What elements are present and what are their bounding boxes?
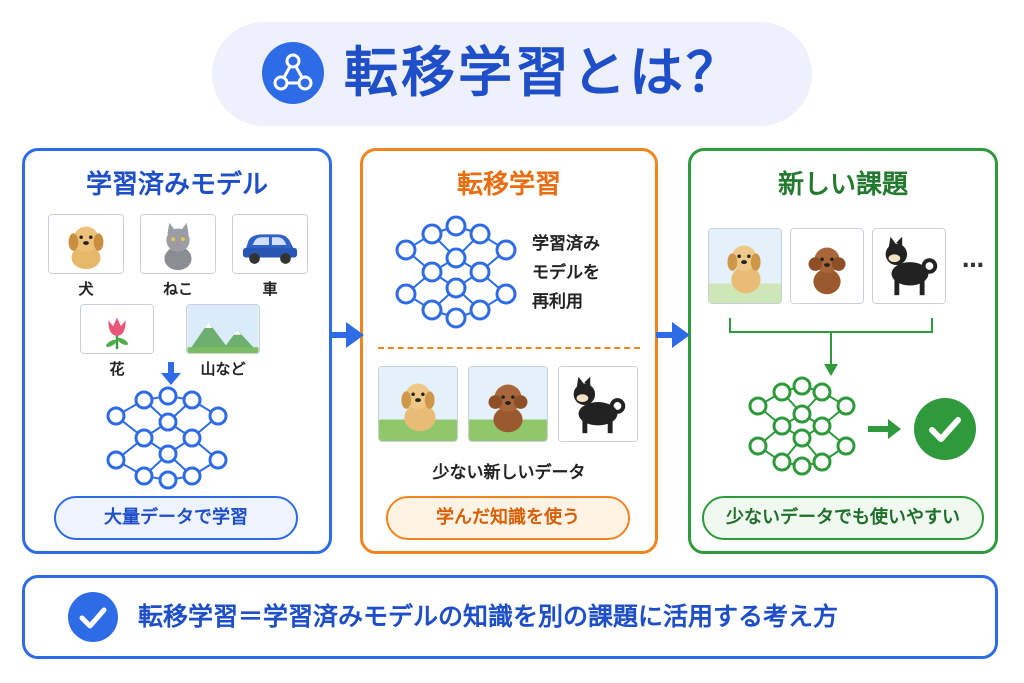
transfer-caption: 学んだ知識を使う: [386, 496, 630, 540]
new-task-panel-title: 新しい課題: [777, 170, 908, 200]
summary-box: [22, 575, 998, 659]
page-title: 転移学習とは？: [344, 41, 743, 104]
mountain-icon: [186, 304, 260, 354]
new-task-panel: [688, 148, 998, 554]
shiba-icon: [872, 228, 946, 304]
network-share-icon: [262, 42, 324, 104]
reuse-text: 学習済み モデルを 再利用: [532, 230, 642, 317]
poodle-icon: [790, 228, 864, 304]
summary-text: 転移学習＝学習済みモデルの知識を別の課題に活用する考え方: [138, 602, 839, 631]
pretrained-caption: 大量データで学習: [54, 496, 298, 540]
pretrained-panel-title: 学習済みモデル: [85, 170, 268, 200]
arrow-right-icon: [330, 322, 364, 352]
neural-network-icon: [102, 386, 232, 490]
dashed-divider: [378, 347, 640, 349]
reuse-line: 再利用: [532, 292, 583, 312]
arrow-down-icon: [160, 362, 182, 390]
cat-icon: [140, 214, 216, 274]
check-icon: [68, 592, 118, 642]
pretrained-item-label: ねこ: [162, 280, 193, 298]
pretrained-item-label: 山など: [200, 360, 246, 378]
bracket-connector: [728, 318, 934, 382]
dog-icon: [48, 214, 124, 274]
transfer-panel: [360, 148, 658, 554]
more-indicator: …: [962, 248, 986, 273]
pretrained-item-label: 犬: [78, 280, 94, 298]
few-new-data-label: 少ない新しいデータ: [432, 463, 586, 483]
neural-network-icon: [746, 376, 858, 476]
golden-retriever-icon: [378, 366, 458, 442]
poodle-icon: [468, 366, 548, 442]
pretrained-panel: [22, 148, 332, 554]
arrow-right-icon: [868, 418, 902, 444]
reuse-line: 学習済み: [532, 234, 600, 254]
reuse-line: モデルを: [532, 263, 600, 283]
neural-network-icon: [392, 214, 522, 330]
flower-icon: [80, 304, 154, 354]
success-check-icon: [914, 398, 976, 460]
arrow-right-icon: [656, 322, 690, 352]
pretrained-item-label: 車: [262, 280, 278, 298]
transfer-panel-title: 転移学習: [456, 170, 561, 200]
shiba-icon: [558, 366, 638, 442]
car-icon: [232, 214, 308, 274]
pretrained-item-label: 花: [109, 360, 125, 378]
new-task-caption: 少ないデータでも使いやすい: [702, 496, 984, 540]
golden-retriever-icon: [708, 228, 782, 304]
